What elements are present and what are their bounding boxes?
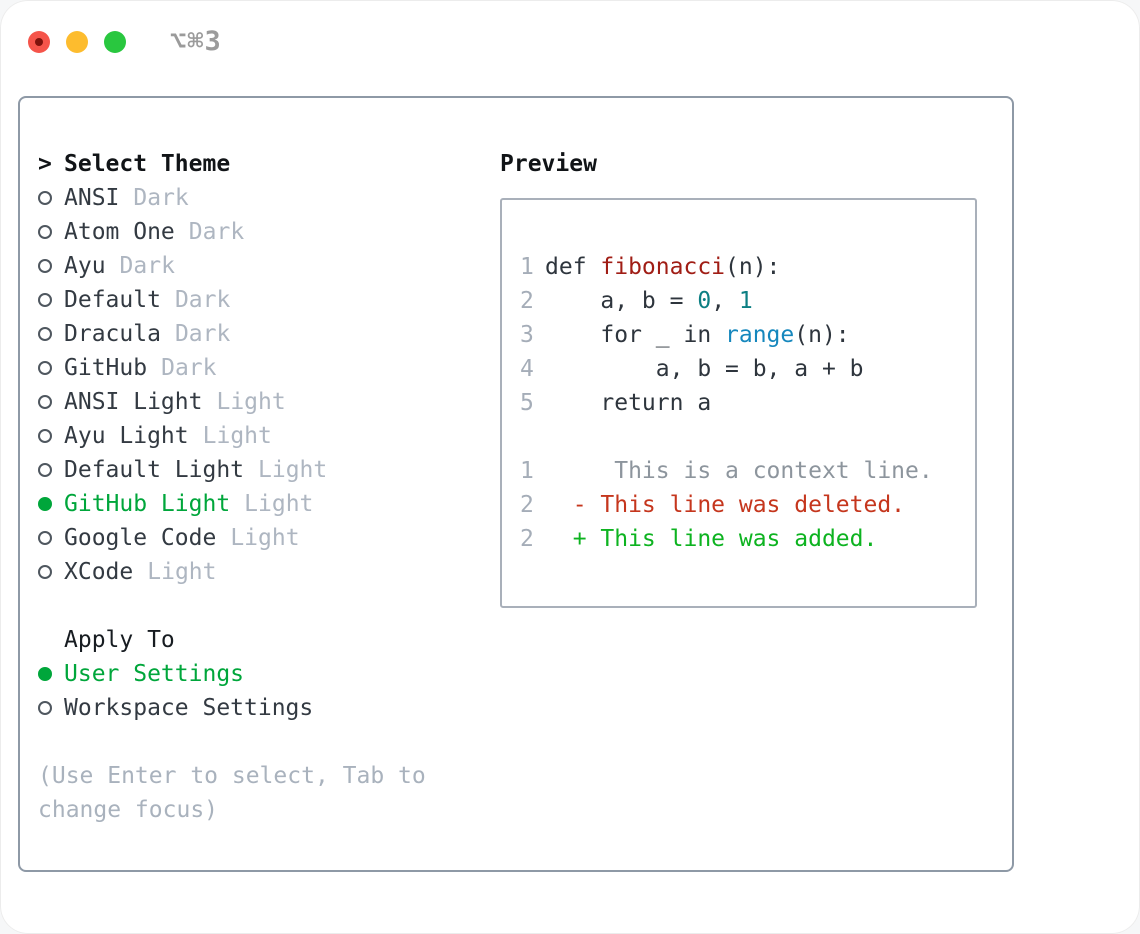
code-line: 3 for _ in range(n):: [520, 318, 975, 352]
option-label: Ayu Light: [64, 423, 189, 449]
option-label: Default: [64, 287, 161, 313]
option-label: Atom One: [64, 219, 175, 245]
theme-option-xcode[interactable]: XCode Light: [38, 555, 488, 589]
option-label: ANSI: [64, 185, 120, 211]
focus-caret: >: [38, 151, 52, 177]
option-tag: Light: [202, 423, 272, 449]
radio-selected-icon: [38, 497, 52, 511]
option-tag: Light: [147, 559, 217, 585]
radio-unselected-icon: [38, 701, 52, 715]
option-label: Ayu: [64, 253, 106, 279]
option-tag: Dark: [188, 219, 245, 245]
maximize-button[interactable]: [104, 30, 126, 53]
apply-to-title: Apply To: [64, 627, 175, 653]
apply-to-header: Apply To: [38, 623, 488, 657]
option-label: XCode: [64, 559, 134, 585]
line-number: 4: [520, 356, 534, 382]
radio-unselected-icon: [38, 429, 52, 443]
radio-unselected-icon: [38, 361, 52, 375]
select-theme-title: Select Theme: [64, 151, 231, 177]
option-label: GitHub Light: [64, 491, 231, 517]
apply-option-workspace-settings[interactable]: Workspace Settings: [38, 691, 488, 725]
option-tag: Dark: [174, 321, 231, 347]
theme-option-github-light[interactable]: GitHub Light Light: [38, 487, 488, 521]
option-label: GitHub: [64, 355, 148, 381]
theme-option-default-light[interactable]: Default Light Light: [38, 453, 488, 487]
line-number: 1: [520, 254, 534, 280]
option-tag: Dark: [174, 287, 231, 313]
line-number: 1: [520, 458, 534, 484]
spacer-row: [38, 725, 488, 759]
theme-option-ayu-light[interactable]: Ayu Light Light: [38, 419, 488, 453]
preview-title: Preview: [500, 151, 597, 177]
window-title-shortcut: ⌥⌘3: [170, 26, 222, 57]
theme-option-github[interactable]: GitHub Dark: [38, 351, 488, 385]
radio-selected-icon: [38, 667, 52, 681]
line-number: 2: [520, 288, 534, 314]
select-theme-header: > Select Theme: [38, 147, 488, 181]
titlebar: ⌥⌘3: [28, 26, 222, 57]
code-line: 5 return a: [520, 386, 975, 420]
radio-unselected-icon: [38, 259, 52, 273]
option-label: Default Light: [64, 457, 245, 483]
theme-option-google-code[interactable]: Google Code Light: [38, 521, 488, 555]
theme-option-ayu[interactable]: Ayu Dark: [38, 249, 488, 283]
code-line: 1 This is a context line.: [520, 454, 975, 488]
radio-unselected-icon: [38, 293, 52, 307]
code-line: 2 + This line was added.: [520, 522, 975, 556]
line-number: 5: [520, 390, 534, 416]
option-tag: Light: [244, 491, 314, 517]
option-label: ANSI Light: [64, 389, 203, 415]
radio-unselected-icon: [38, 565, 52, 579]
option-label: Google Code: [64, 525, 217, 551]
option-label: Workspace Settings: [64, 695, 314, 721]
code-line: [520, 420, 975, 454]
option-label: Dracula: [64, 321, 161, 347]
code-line: 2 - This line was deleted.: [520, 488, 975, 522]
theme-option-ansi-light[interactable]: ANSI Light Light: [38, 385, 488, 419]
line-number: 2: [520, 526, 534, 552]
option-tag: Light: [258, 457, 328, 483]
option-tag: Light: [216, 389, 286, 415]
radio-unselected-icon: [38, 191, 52, 205]
theme-option-ansi[interactable]: ANSI Dark: [38, 181, 488, 215]
radio-unselected-icon: [38, 225, 52, 239]
option-tag: Dark: [119, 253, 175, 279]
minimize-button[interactable]: [66, 30, 88, 53]
option-label: User Settings: [64, 661, 245, 687]
code-line: 4 a, b = b, a + b: [520, 352, 975, 386]
apply-option-user-settings[interactable]: User Settings: [38, 657, 488, 691]
spacer-row: [38, 589, 488, 623]
keyboard-hint: (Use Enter to select, Tab to change focu…: [38, 763, 426, 823]
radio-unselected-icon: [38, 463, 52, 477]
line-number: 2: [520, 492, 534, 518]
option-tag: Dark: [133, 185, 189, 211]
theme-option-atom-one[interactable]: Atom One Dark: [38, 215, 488, 249]
radio-unselected-icon: [38, 531, 52, 545]
close-button[interactable]: [28, 30, 50, 53]
option-tag: Light: [230, 525, 300, 551]
radio-unselected-icon: [38, 395, 52, 409]
option-tag: Dark: [161, 355, 217, 381]
code-line: 2 a, b = 0, 1: [520, 284, 975, 318]
radio-unselected-icon: [38, 327, 52, 341]
theme-option-default[interactable]: Default Dark: [38, 283, 488, 317]
line-number: 3: [520, 322, 534, 348]
theme-option-dracula[interactable]: Dracula Dark: [38, 317, 488, 351]
close-dot-icon: [35, 37, 43, 46]
